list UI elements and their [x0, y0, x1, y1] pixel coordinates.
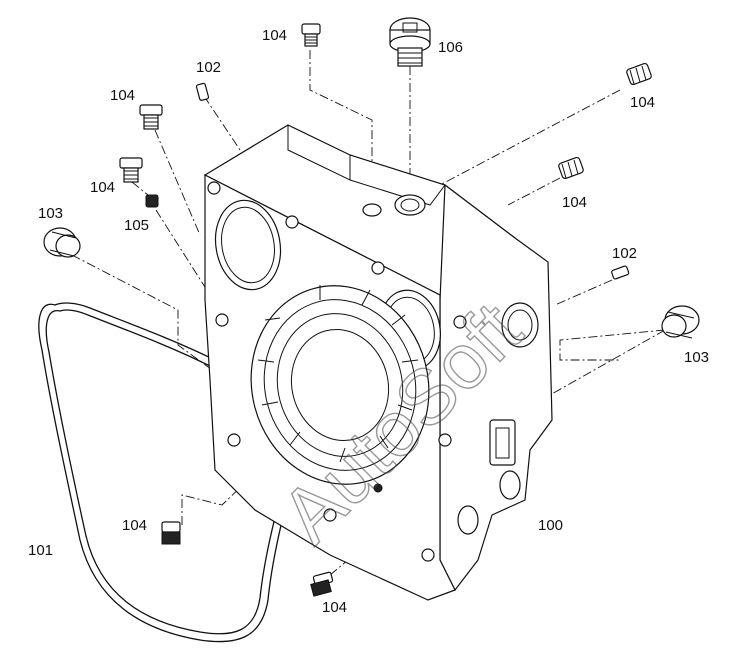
plug-104-top: [301, 23, 321, 47]
callout-103-right: 103: [684, 349, 709, 366]
plug-104-bottom: [310, 571, 334, 597]
pin-102-top: [195, 82, 210, 101]
pin-102-right: [611, 265, 630, 280]
callout-104-left-mid: 104: [90, 179, 115, 196]
callout-106: 106: [438, 39, 463, 56]
plug-104-bottom-left: [161, 521, 181, 545]
gearbox-housing-100: [203, 124, 553, 601]
callout-104-left-top: 104: [110, 87, 135, 104]
callout-104-right-mid: 104: [562, 194, 587, 211]
cap-103-right: [661, 305, 700, 339]
plug-104-left-top: [139, 104, 163, 130]
callout-105: 105: [124, 217, 149, 234]
plug-104-right-top: [626, 62, 652, 86]
callout-104-right-top: 104: [630, 94, 655, 111]
plug-104-left-mid: [119, 157, 143, 183]
callout-103-left: 103: [38, 205, 63, 222]
callout-101: 101: [28, 542, 53, 559]
callout-102-right: 102: [612, 245, 637, 262]
o-ring-gasket-101: [38, 302, 297, 643]
callout-104-bottom: 104: [322, 599, 347, 616]
callout-100: 100: [538, 517, 563, 534]
plug-104-right-mid: [558, 156, 584, 180]
callout-104-bottom-left: 104: [122, 517, 147, 534]
callout-102-top: 102: [196, 59, 221, 76]
cap-103-left: [43, 227, 81, 258]
plug-106: [389, 17, 431, 67]
plug-105: [145, 194, 159, 208]
callout-104-top: 104: [262, 27, 287, 44]
